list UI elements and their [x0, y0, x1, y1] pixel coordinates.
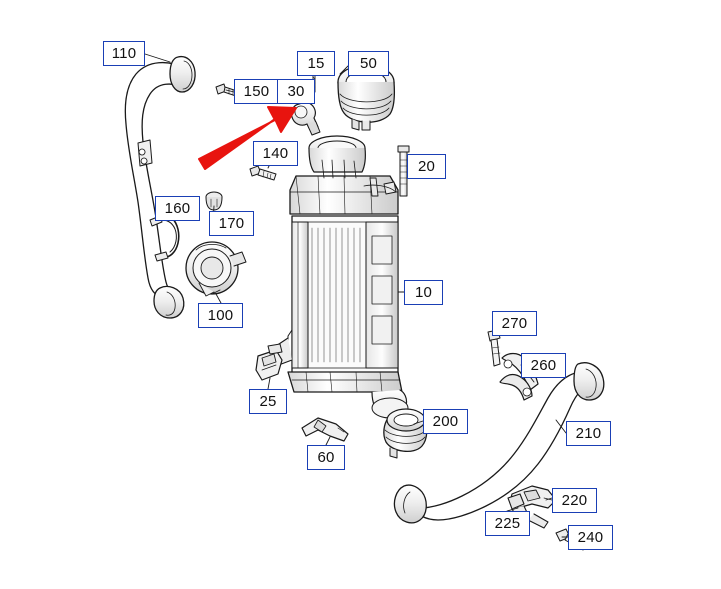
callout-110-label: 110	[111, 45, 137, 62]
callout-220-label: 220	[561, 492, 588, 509]
callout-25: 25	[249, 389, 287, 414]
part-140-bolt	[249, 165, 277, 181]
callout-160: 160	[155, 196, 200, 221]
callout-30-label: 30	[287, 83, 305, 100]
callout-260-label: 260	[530, 357, 557, 374]
part-210-air-pipe	[393, 362, 605, 524]
callout-260: 260	[521, 353, 566, 378]
callout-200: 200	[423, 409, 468, 434]
callout-140: 140	[253, 141, 298, 166]
callout-20: 20	[407, 154, 446, 179]
part-25-bracket	[255, 343, 283, 381]
callout-25-label: 25	[259, 393, 277, 410]
callout-210-label: 210	[575, 425, 602, 442]
callout-15-label: 15	[307, 55, 325, 72]
callout-225: 225	[485, 511, 530, 536]
part-200-coupling	[383, 408, 428, 459]
callout-20-label: 20	[417, 158, 436, 175]
callout-225-label: 225	[494, 515, 521, 532]
part-10-intercooler	[275, 135, 409, 419]
callout-10: 10	[404, 280, 443, 305]
part-170-plug	[205, 191, 223, 211]
callout-240: 240	[568, 525, 613, 550]
part-60-bracket	[301, 417, 349, 442]
callout-220: 220	[552, 488, 597, 513]
part-100-flange	[185, 241, 247, 297]
callout-60-label: 60	[317, 449, 335, 466]
callout-270: 270	[492, 311, 537, 336]
callout-100-label: 100	[207, 307, 234, 324]
callout-15: 15	[297, 51, 335, 76]
callout-270-label: 270	[501, 315, 528, 332]
callout-10-label: 10	[414, 284, 433, 301]
callout-210: 210	[566, 421, 611, 446]
callout-60: 60	[307, 445, 345, 470]
red-pointer-arrow	[198, 106, 297, 170]
callout-170-label: 170	[218, 215, 245, 232]
callout-160-label: 160	[164, 200, 191, 217]
part-160-clamp	[149, 214, 180, 262]
part-20-pin	[397, 145, 410, 197]
callout-110: 110	[103, 41, 145, 66]
callout-200-label: 200	[432, 413, 459, 430]
callout-100: 100	[198, 303, 243, 328]
part-110-air-pipe	[124, 55, 196, 319]
callout-50-label: 50	[359, 55, 378, 72]
callout-30: 30	[277, 79, 315, 104]
callout-170: 170	[209, 211, 254, 236]
callout-140-label: 140	[262, 145, 289, 162]
part-260-bracket	[499, 352, 539, 401]
callout-240-label: 240	[577, 529, 604, 546]
callout-50: 50	[348, 51, 389, 76]
callout-150: 150	[234, 79, 279, 104]
callout-150-label: 150	[243, 83, 270, 100]
